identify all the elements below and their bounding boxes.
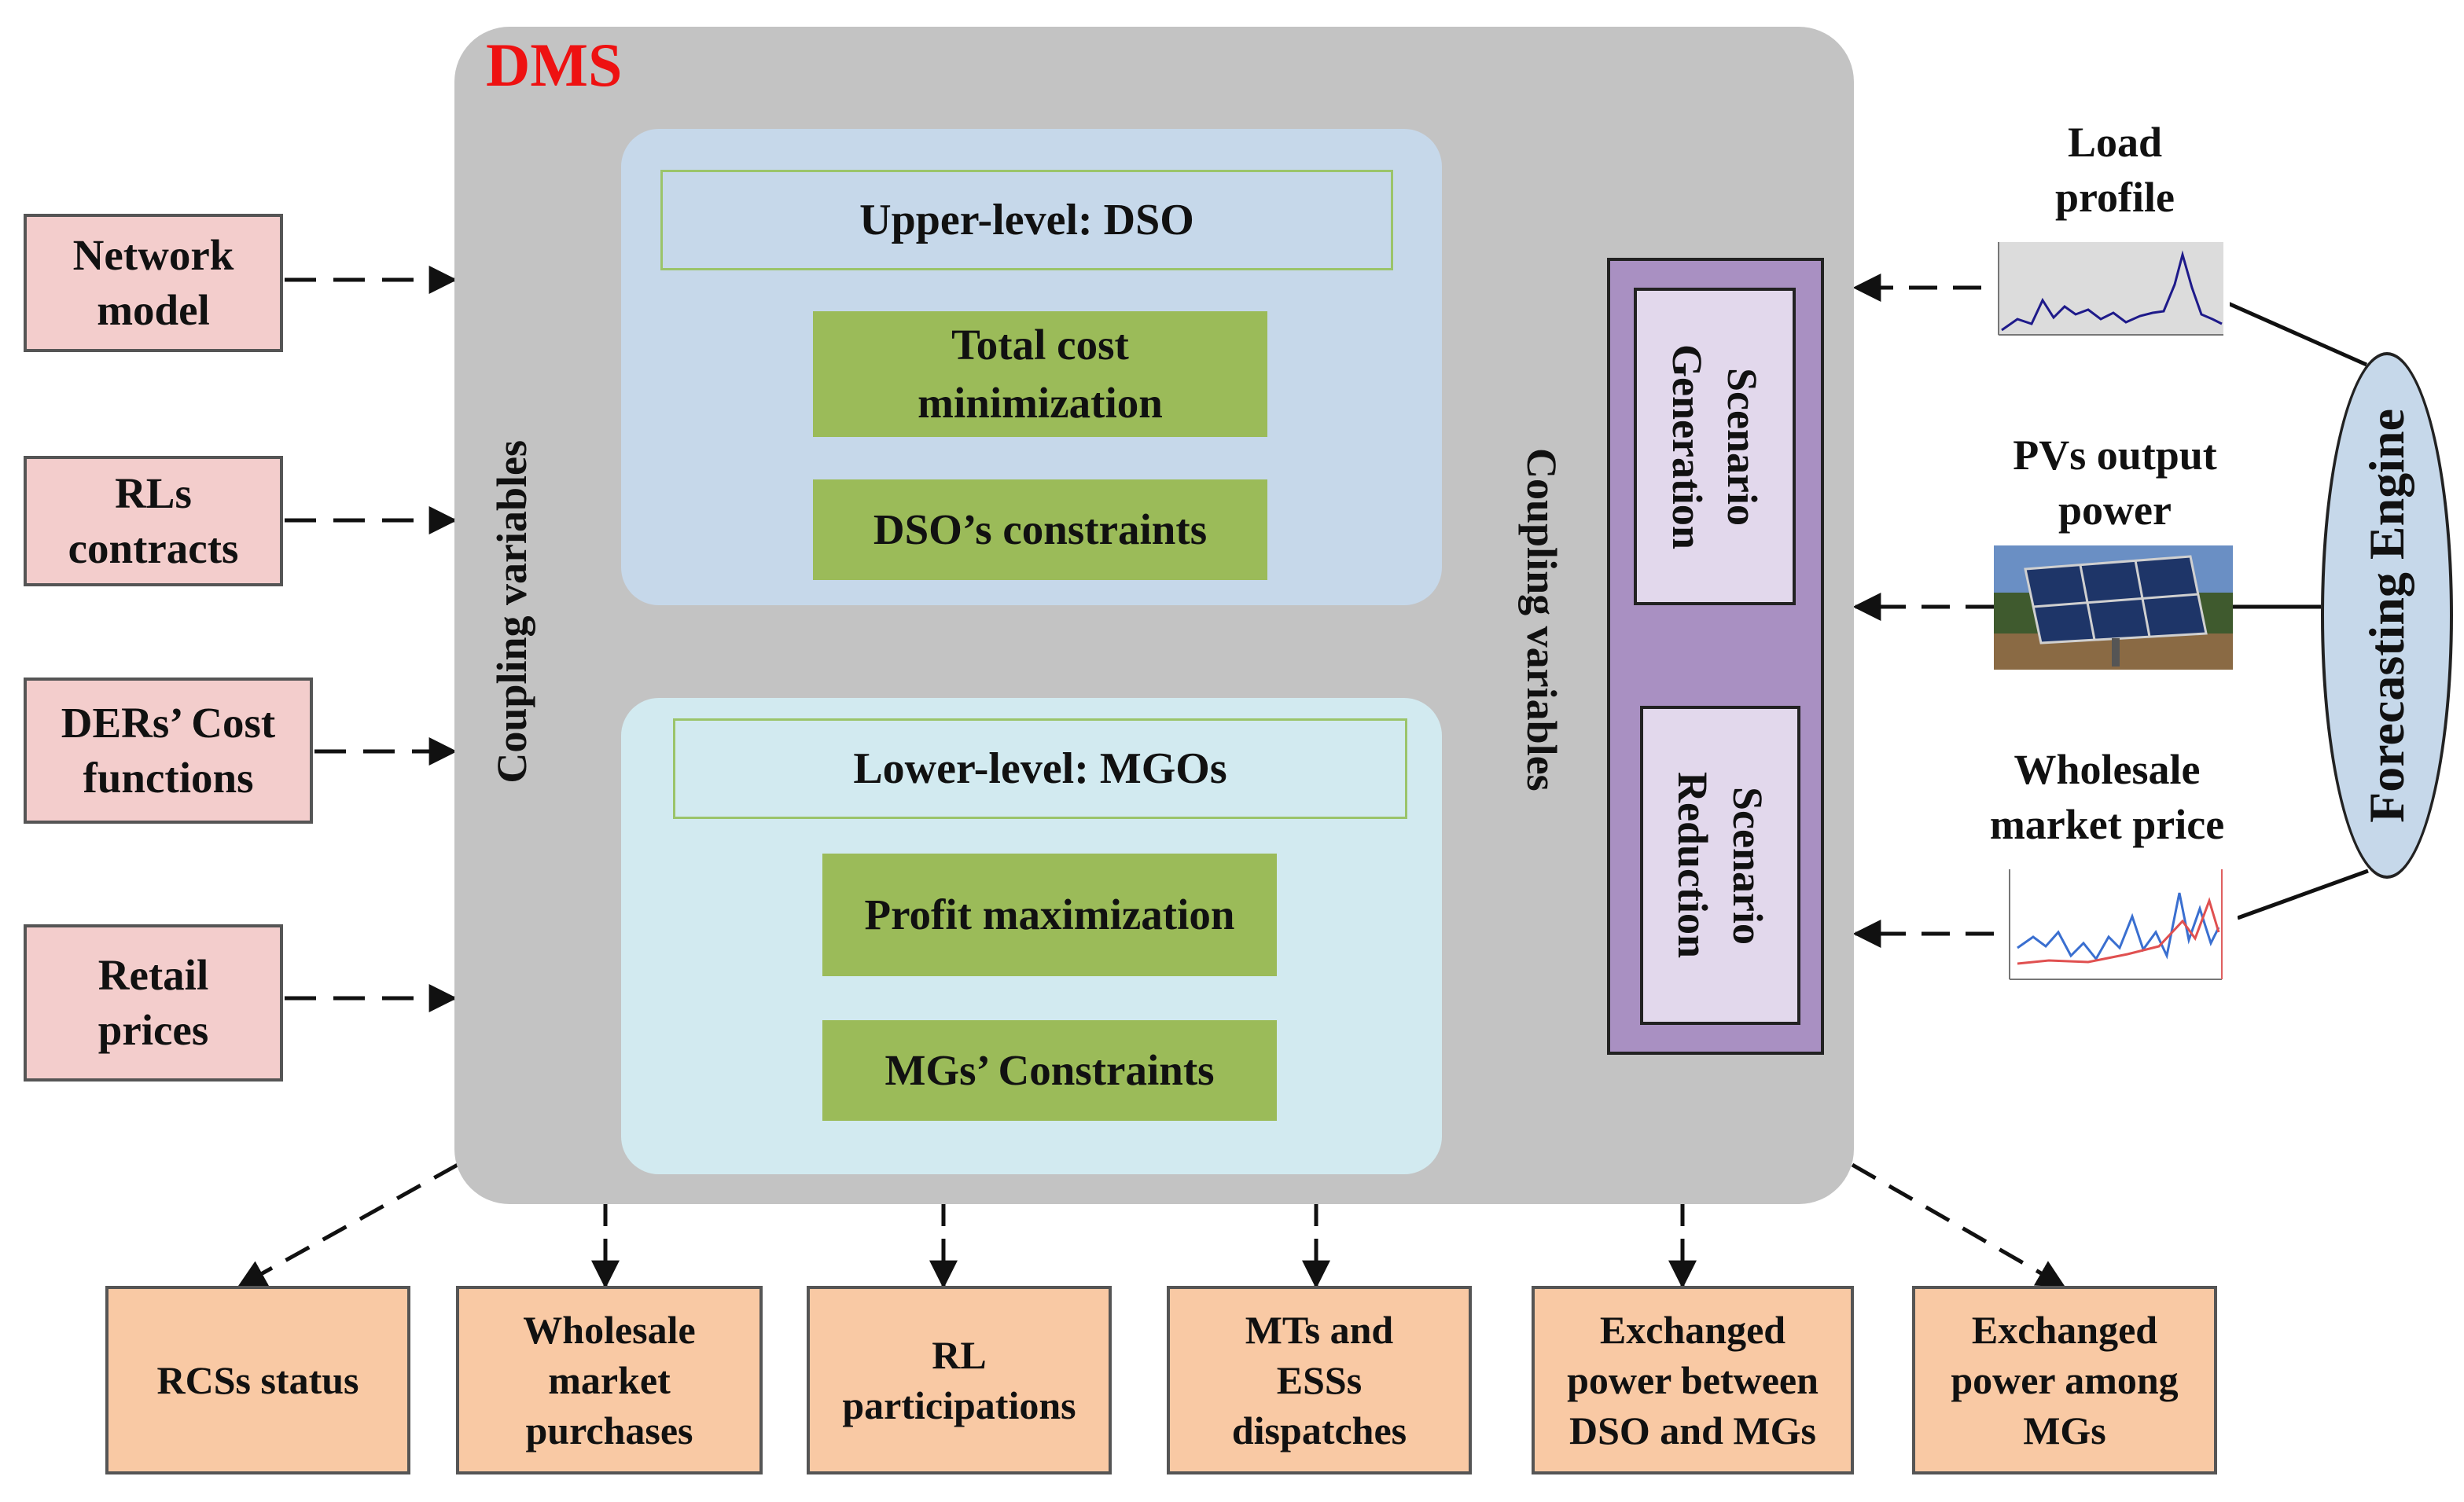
- scenario-reduction: Scenario Reduction: [1640, 706, 1800, 1025]
- output-wholesale-market-purchases: Wholesale market purchases: [456, 1286, 763, 1474]
- dso-constraints: DSO’s constraints: [813, 479, 1267, 580]
- output-exchanged-power-dso-mgs: Exchanged power between DSO and MGs: [1532, 1286, 1854, 1474]
- forecasting-engine: Forecasting Engine: [2321, 352, 2453, 879]
- lower-level-title: Lower-level: MGOs: [673, 718, 1407, 819]
- mgs-constraints: MGs’ Constraints: [822, 1020, 1277, 1121]
- total-cost-minimization: Total cost minimization: [813, 311, 1267, 437]
- input-retail-prices: Retail prices: [24, 924, 283, 1082]
- engine-link-price: [2237, 869, 2369, 920]
- pv-panels-photo: [1994, 545, 2233, 670]
- input-rls-contracts: RLs contracts: [24, 456, 283, 586]
- forecasting-engine-label: Forecasting Engine: [2359, 408, 2414, 823]
- output-arrow-exch-mgs: [1851, 1162, 2066, 1288]
- engine-link-load: [2227, 301, 2368, 367]
- output-rcss-status: RCSs status: [105, 1286, 410, 1474]
- load-profile-label: Load profile: [2055, 119, 2175, 221]
- output-exchanged-power-among-mgs: Exchanged power among MGs: [1912, 1286, 2217, 1474]
- dms-title: DMS: [486, 31, 623, 99]
- coupling-variables-right-label: Coupling variables: [1518, 448, 1565, 791]
- output-arrow-rcss: [237, 1162, 459, 1288]
- input-network-model: Network model: [24, 214, 283, 352]
- market-price-chart-image: [1994, 861, 2238, 995]
- output-mts-ess-dispatches: MTs and ESSs dispatches: [1167, 1286, 1472, 1474]
- load-profile-chart-image: [1986, 237, 2230, 349]
- output-rl-participations: RL participations: [807, 1286, 1112, 1474]
- wholesale-market-price-label: Wholesale market price: [1989, 746, 2225, 848]
- coupling-variables-left-label: Coupling variables: [488, 440, 535, 784]
- scenario-generation-label: Scenario Generation: [1664, 343, 1766, 549]
- pv-output-power-label: PVs output power: [2013, 432, 2217, 534]
- upper-level-title: Upper-level: DSO: [660, 170, 1393, 270]
- input-ders-cost-functions: DERs’ Cost functions: [24, 678, 313, 824]
- profit-maximization: Profit maximization: [822, 854, 1277, 976]
- scenario-generation: Scenario Generation: [1634, 288, 1796, 605]
- scenario-reduction-label: Scenario Reduction: [1669, 772, 1771, 959]
